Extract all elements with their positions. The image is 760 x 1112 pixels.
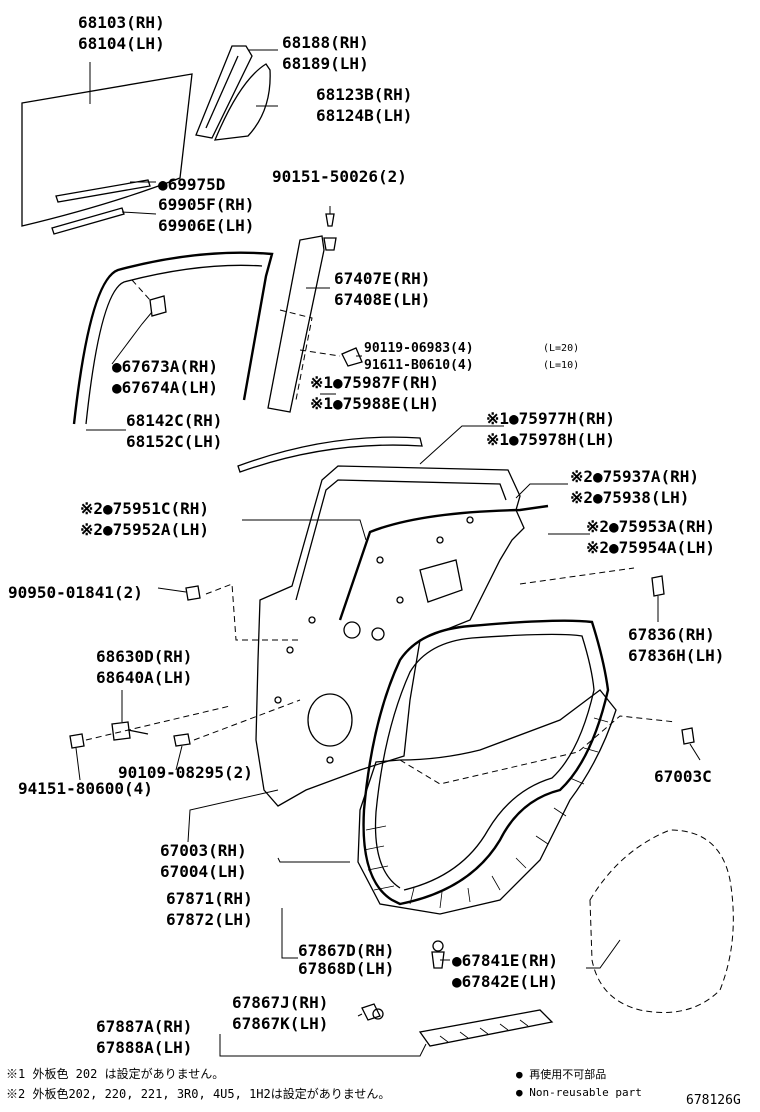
callout-67836: 67836(RH)67836H(LH) xyxy=(628,625,724,665)
callout-90109: 90109-08295(2) xyxy=(118,763,253,782)
clip-67867D xyxy=(431,940,445,969)
bracket-67673 xyxy=(149,295,167,317)
callout-75951C: ※2●75951C(RH)※2●75952A(LH) xyxy=(80,499,209,539)
callout-67867J: 67867J(RH)67867K(LH) xyxy=(232,993,328,1033)
callout-68123B: 68123B(RH)68124B(LH) xyxy=(316,85,412,125)
callout-94151: 94151-80600(4) xyxy=(18,779,153,798)
nut-90950 xyxy=(185,585,201,601)
callout-67003C: 67003C xyxy=(654,767,712,786)
callout-68142C: 68142C(RH)68152C(LH) xyxy=(126,411,222,451)
rocker-protector-67887 xyxy=(418,1009,554,1047)
run-channel-front xyxy=(72,251,274,425)
upper-frame-moulding xyxy=(338,504,549,621)
hinge-67836 xyxy=(651,575,665,597)
callout-75977H: ※1●75977H(RH)※1●75978H(LH) xyxy=(486,409,615,449)
callout-90950: 90950-01841(2) xyxy=(8,583,143,602)
callout-67841E: ●67841E(RH)●67842E(LH) xyxy=(452,951,558,991)
door-glass xyxy=(21,73,193,227)
callout-69905F: 69905F(RH)69906E(LH) xyxy=(158,195,254,235)
figure-code: 678126G xyxy=(686,1093,741,1108)
clip-67003C xyxy=(681,727,695,745)
clip-67867J xyxy=(361,1003,384,1021)
footnote-2: ※2 外板色202, 220, 221, 3R0, 4U5, 1H2は設定があり… xyxy=(6,1086,390,1101)
door-panel xyxy=(255,465,525,807)
lining-67841 xyxy=(589,829,734,1013)
callout-67887A: 67887A(RH)67888A(LH) xyxy=(96,1017,192,1057)
callout-67673A: ●67673A(RH)●67674A(LH) xyxy=(112,357,218,397)
weatherstrip-67003C-hatch xyxy=(357,689,617,915)
dashed-reference-lines xyxy=(85,279,677,785)
callout-68188: 68188(RH)68189(LH) xyxy=(282,33,369,73)
callout-90151: 90151-50026(2) xyxy=(272,167,407,186)
callout-67871: 67871(RH)67872(LH) xyxy=(166,889,253,929)
callout-75937A: ※2●75937A(RH)※2●75938(LH) xyxy=(570,467,699,507)
callout-67867D: 67867D(RH)67868D(LH) xyxy=(298,941,394,978)
callout-68630D: 68630D(RH)68640A(LH) xyxy=(96,647,192,687)
callout-68103: 68103(RH)68104(LH) xyxy=(78,13,165,53)
callout-75953A: ※2●75953A(RH)※2●75954A(LH) xyxy=(586,517,715,557)
rear-frame-67407 xyxy=(267,235,325,413)
callout-67407E: 67407E(RH)67408E(LH) xyxy=(334,269,430,309)
callout-69975D: ●69975D xyxy=(158,175,225,194)
bolt-90109 xyxy=(173,733,191,747)
callout-90119-note-l20: (L=20) xyxy=(543,343,579,354)
weatherstrip-outer xyxy=(51,179,151,235)
clip-90151 xyxy=(323,213,337,251)
callout-91611-note-l10: (L=10) xyxy=(543,360,579,371)
legend-jp: ● 再使用不可部品 xyxy=(516,1067,606,1081)
belt-moulding-75977 xyxy=(237,436,423,473)
bolt-94151 xyxy=(69,733,85,749)
footnote-1: ※1 外板色 202 は設定がありません。 xyxy=(6,1066,224,1081)
check-68630 xyxy=(111,721,149,741)
door-weatherstrip-67871 xyxy=(362,619,610,906)
callout-90119: 90119-06983(4)91611-B0610(4) xyxy=(364,341,474,373)
quarter-glass xyxy=(213,63,271,141)
quarter-glass-frame xyxy=(195,45,253,139)
callout-75987F: ※1●75987F(RH)※1●75988E(LH) xyxy=(310,373,439,413)
leader-lines xyxy=(75,49,701,1057)
callout-67003: 67003(RH)67004(LH) xyxy=(160,841,247,881)
legend-en: ● Non-reusable part xyxy=(516,1086,642,1099)
bolt-90119 xyxy=(341,347,363,367)
